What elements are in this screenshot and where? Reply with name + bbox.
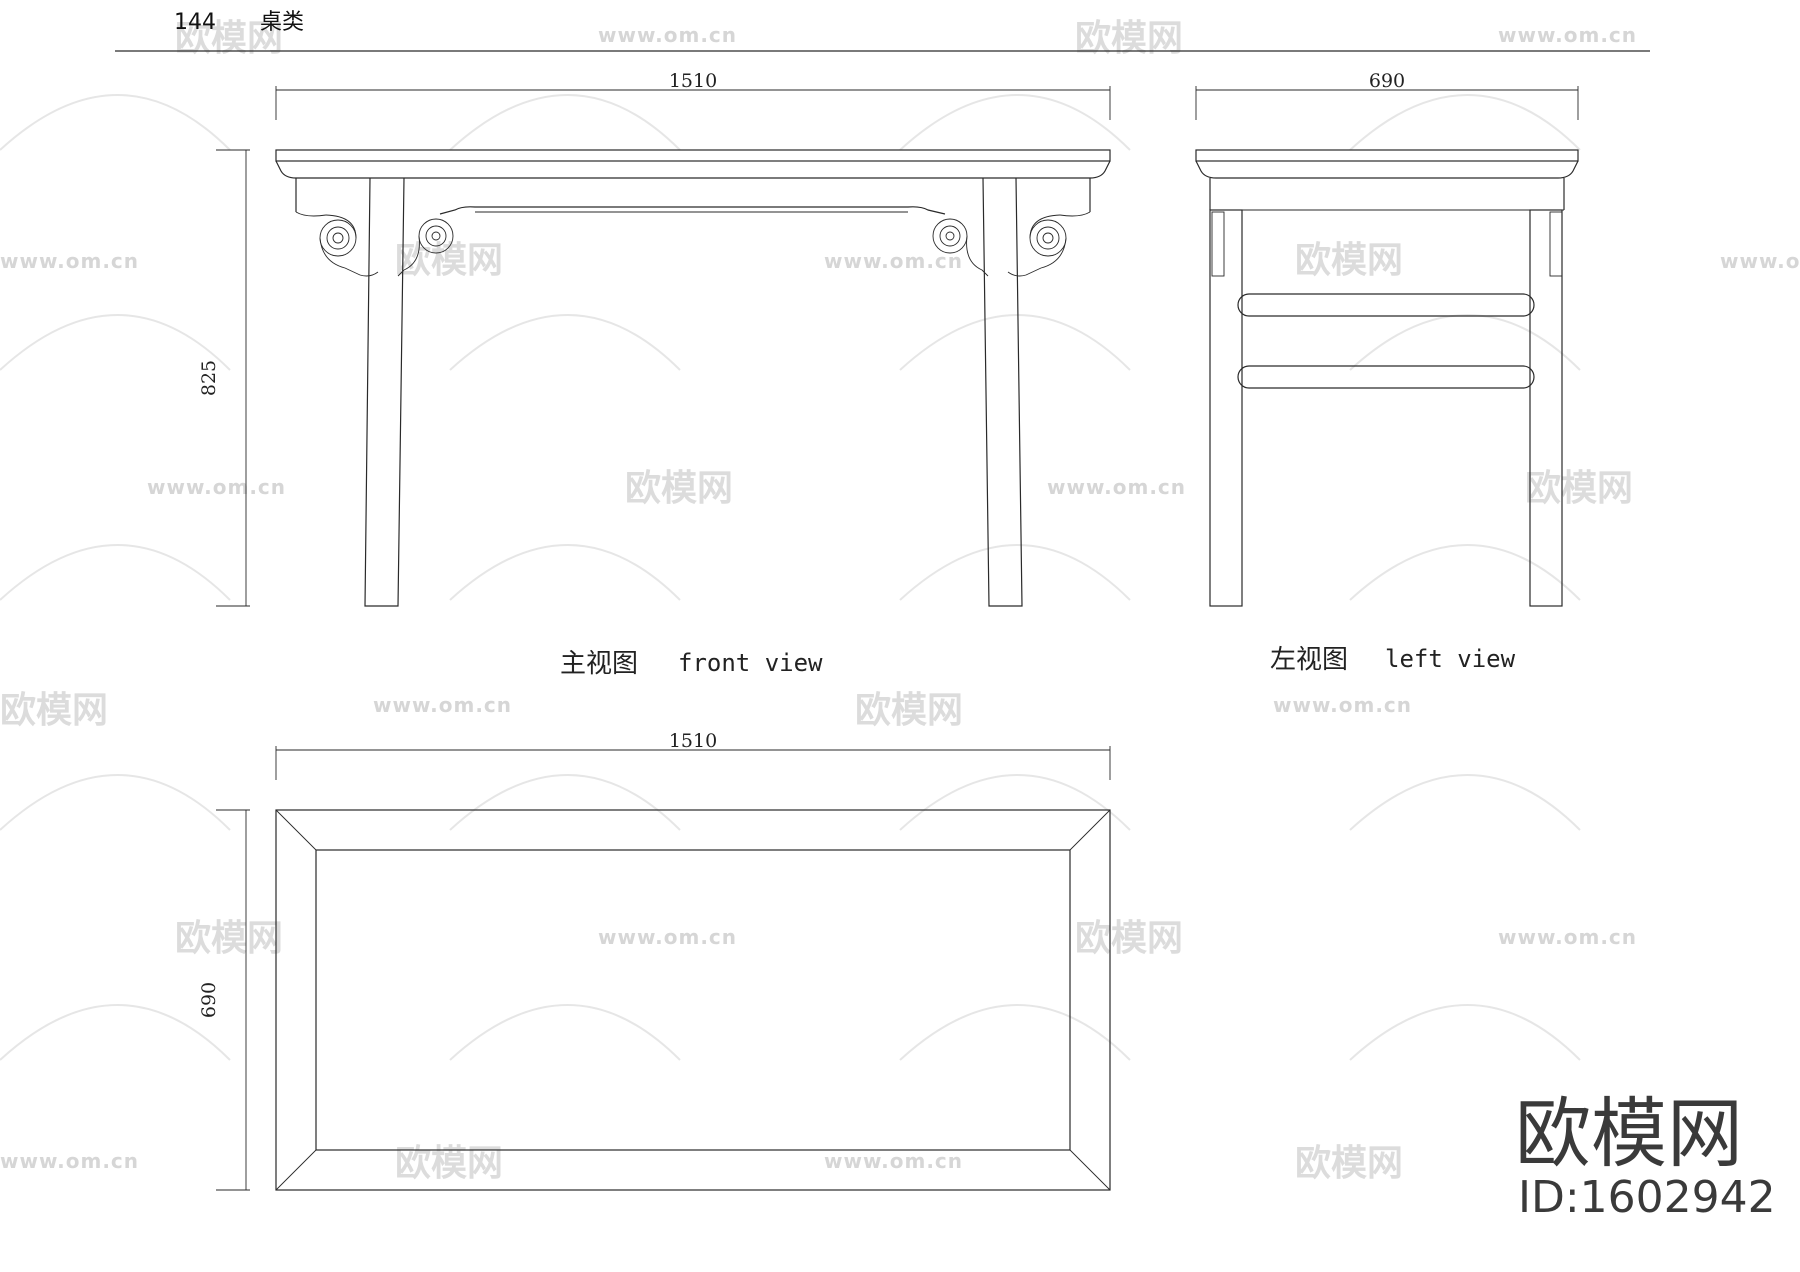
sheet-header: 144 桌类 <box>115 10 1650 52</box>
watermark-url: www.om.cn <box>1498 925 1637 949</box>
brand-id: ID:1602942 <box>1518 1172 1776 1223</box>
front-spandrels <box>319 214 1067 277</box>
left-tabletop <box>1195 149 1579 211</box>
watermark-url: www.om.cn <box>1273 693 1412 717</box>
watermark-url: www.om.cn <box>1047 475 1186 499</box>
top-depth-dimension: 690 <box>198 809 250 1191</box>
watermark-arcs <box>0 94 1581 1061</box>
watermark-url: www.om.cn <box>147 475 286 499</box>
front-legs <box>364 177 1023 607</box>
watermark-url: www.om.cn <box>1720 249 1800 273</box>
left-view-caption-cn: 左视图 <box>1270 645 1348 675</box>
front-width-dimension: 1510 <box>275 70 1111 120</box>
watermark-logo: 欧模网 <box>175 918 283 959</box>
top-frame <box>275 809 1111 1191</box>
watermark-logo: 欧模网 <box>1295 1143 1403 1184</box>
watermark-logo: 欧模网 <box>855 690 963 731</box>
watermark-url: www.om.cn <box>0 1149 139 1173</box>
front-width-label: 1510 <box>669 70 717 92</box>
top-depth-label: 690 <box>198 982 220 1018</box>
watermark-logo: 欧模网 <box>175 18 283 59</box>
watermark-logo: 欧模网 <box>625 468 733 509</box>
watermark-logo: 欧模网 <box>1525 468 1633 509</box>
watermark-logo: 欧模网 <box>1295 240 1403 281</box>
left-view-caption-en: left view <box>1385 645 1516 673</box>
watermark-logo: 欧模网 <box>395 240 503 281</box>
watermark-url: www.om.cn <box>598 925 737 949</box>
left-width-dimension: 690 <box>1195 70 1579 120</box>
watermark-url: www.om.cn <box>373 693 512 717</box>
watermark-logo: 欧模网 <box>395 1143 503 1184</box>
front-tabletop <box>275 149 1111 179</box>
watermark-url: www.om.cn <box>0 249 139 273</box>
front-height-dimension: 825 <box>198 149 250 607</box>
watermark-logo: 欧模网 <box>1075 918 1183 959</box>
watermark-layer: 欧模网 欧模网 欧模网 欧模网 欧模网 欧模网 欧模网 欧模网 欧模网 欧模网 … <box>0 18 1800 1184</box>
left-stretchers <box>1237 293 1535 389</box>
drawing-number: 144 <box>174 10 216 35</box>
front-view-caption-en: front view <box>678 649 823 677</box>
front-view: 1510 825 <box>198 70 1111 679</box>
watermark-url: www.om.cn <box>1498 23 1637 47</box>
top-width-dimension: 1510 <box>275 730 1111 780</box>
brand-logo-text: 欧模网 <box>1515 1089 1743 1178</box>
top-view: 1510 690 <box>198 730 1111 1191</box>
drawing-category: 桌类 <box>260 10 304 35</box>
watermark-url: www.om.cn <box>598 23 737 47</box>
front-height-label: 825 <box>198 360 220 396</box>
front-apron <box>295 178 1091 217</box>
watermark-url: www.om.cn <box>824 1149 963 1173</box>
watermark-logo: 欧模网 <box>1075 18 1183 59</box>
watermark-logo: 欧模网 <box>0 690 108 731</box>
left-legs <box>1209 209 1563 607</box>
front-view-caption-cn: 主视图 <box>560 649 638 679</box>
top-width-label: 1510 <box>669 730 717 752</box>
left-width-label: 690 <box>1369 70 1405 92</box>
left-view: 690 左视图 left view <box>1195 70 1579 675</box>
watermark-url: www.om.cn <box>824 249 963 273</box>
branding: 欧模网 ID:1602942 <box>1515 1089 1776 1223</box>
